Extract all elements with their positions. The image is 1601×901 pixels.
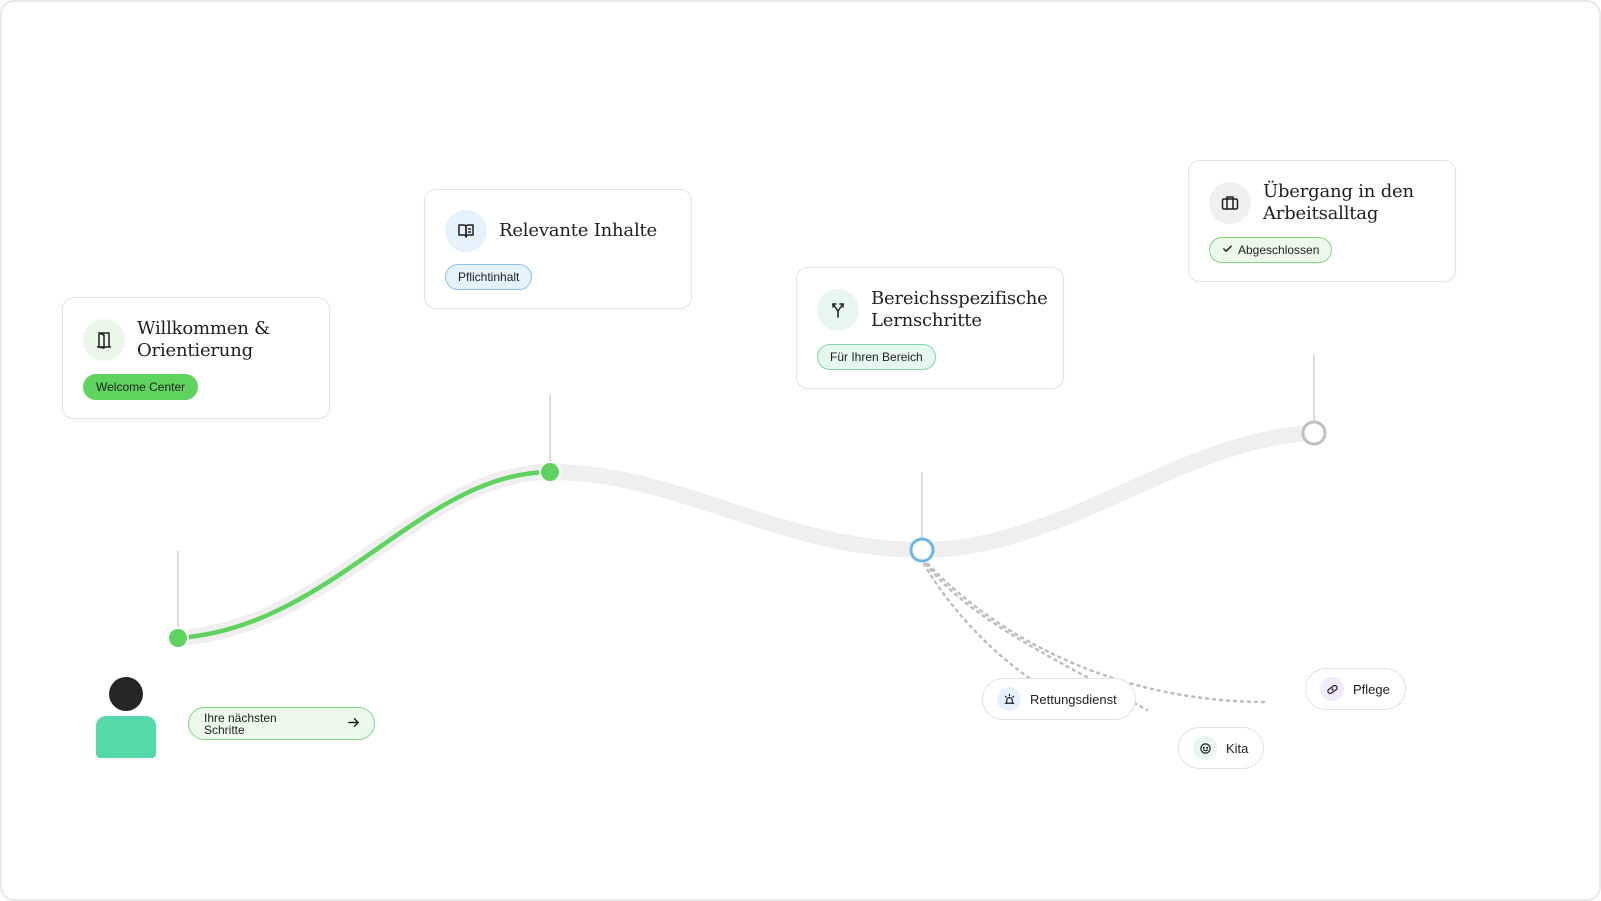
stage-title: Bereichsspezifische Lernschritte <box>871 288 1048 331</box>
siren-icon <box>997 687 1021 711</box>
bandage-icon <box>1320 677 1344 701</box>
stage-card-willkommen[interactable]: Willkommen & Orientierung Welcome Center <box>62 297 330 419</box>
check-icon <box>1222 243 1233 257</box>
stage-tag: Pflichtinhalt <box>445 264 533 290</box>
stage-tag-label: Pflichtinhalt <box>458 270 520 284</box>
child-face-icon <box>1193 736 1217 760</box>
stage-title: Willkommen & Orientierung <box>137 318 270 361</box>
node-stage-1[interactable] <box>167 627 189 649</box>
branch-label: Rettungsdienst <box>1030 691 1117 707</box>
stage-card-bereichsspezifisch[interactable]: Bereichsspezifische Lernschritte Für Ihr… <box>796 267 1064 389</box>
briefcase-icon <box>1209 182 1251 224</box>
stage-card-uebergang[interactable]: Übergang in den Arbeitsalltag Abgeschlos… <box>1188 160 1456 282</box>
branch-label: Pflege <box>1353 681 1390 697</box>
stage-card-relevante-inhalte[interactable]: Relevante Inhalte Pflichtinhalt <box>424 189 692 309</box>
stage-tag: Für Ihren Bereich <box>817 344 936 370</box>
journey-track <box>170 425 1322 646</box>
next-steps-label: Ihre nächsten Schritte <box>204 710 277 737</box>
user-avatar-icon <box>96 677 156 759</box>
stage-tag: Welcome Center <box>83 374 199 400</box>
branch-rettungsdienst[interactable]: Rettungsdienst <box>982 678 1136 720</box>
branch-pflege[interactable]: Pflege <box>1305 668 1406 710</box>
branch-icon <box>817 289 859 331</box>
stage-tag: Abgeschlossen <box>1209 237 1333 263</box>
stage-tag-label: Welcome Center <box>96 380 186 394</box>
node-stage-4[interactable] <box>1301 420 1327 446</box>
node-stage-2[interactable] <box>539 461 561 483</box>
branch-label: Kita <box>1226 740 1249 756</box>
stage-title: Relevante Inhalte <box>499 220 657 241</box>
branch-lines <box>922 562 1269 712</box>
door-icon <box>83 319 125 361</box>
next-steps-button[interactable]: Ihre nächsten Schritte <box>188 707 375 740</box>
stage-tag-label: Für Ihren Bereich <box>830 350 923 364</box>
branch-kita[interactable]: Kita <box>1178 727 1264 769</box>
node-stage-3[interactable] <box>909 537 935 563</box>
journey-progress <box>175 469 553 641</box>
book-icon <box>445 210 487 252</box>
stage-tag-label: Abgeschlossen <box>1238 243 1320 257</box>
stage-title: Übergang in den Arbeitsalltag <box>1263 181 1414 224</box>
arrow-right-icon <box>347 716 360 731</box>
